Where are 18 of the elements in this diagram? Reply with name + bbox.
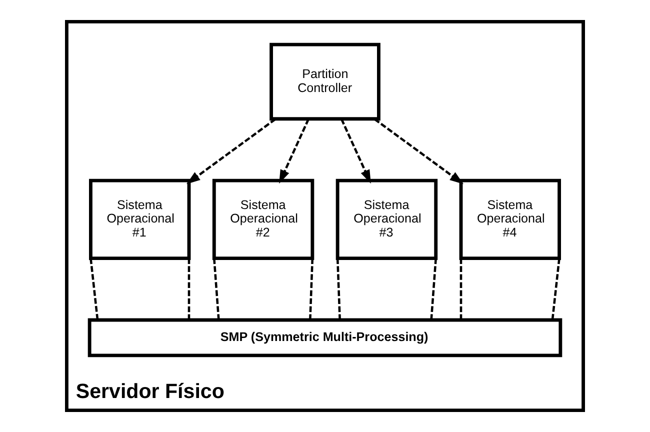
connector bbox=[213, 258, 220, 320]
connector bbox=[309, 258, 314, 320]
connector bbox=[551, 258, 560, 320]
arrow bbox=[186, 118, 276, 184]
connector bbox=[90, 258, 99, 320]
arrow bbox=[374, 118, 464, 184]
node-box: SMP (Symmetric Multi-Processing) bbox=[88, 318, 562, 358]
connector bbox=[460, 258, 462, 320]
node-box: Sistema Operacional #2 bbox=[212, 178, 314, 260]
node-box: Sistema Operacional #3 bbox=[336, 178, 438, 260]
node-box: Sistema Operacional #4 bbox=[459, 178, 561, 260]
node-box: Sistema Operacional #1 bbox=[89, 178, 191, 260]
connector bbox=[336, 258, 341, 320]
connector bbox=[430, 258, 437, 320]
node-box: Partition Controller bbox=[270, 42, 380, 121]
arrow bbox=[340, 118, 371, 184]
connector bbox=[188, 258, 190, 320]
arrow bbox=[279, 118, 310, 184]
